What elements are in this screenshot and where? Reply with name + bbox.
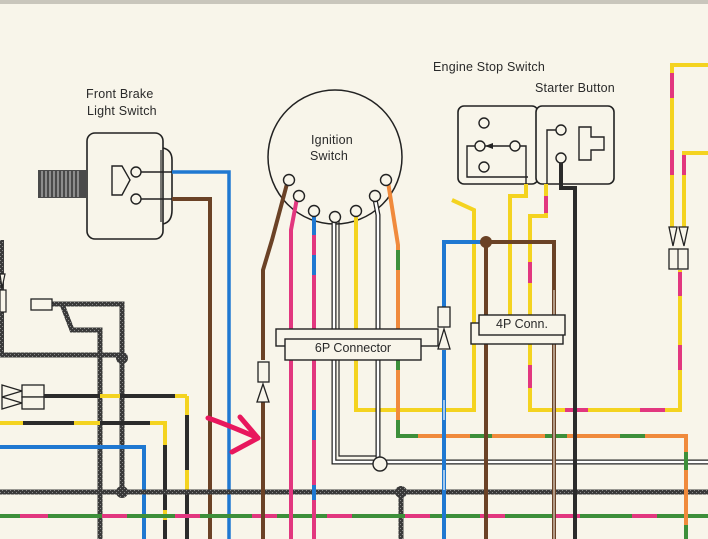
engine-stop-switch <box>457 105 539 185</box>
wire-blue-4p <box>442 240 486 310</box>
front-brake-label-line2: Light Switch <box>87 104 157 118</box>
plug-triangles-icon <box>1 384 25 410</box>
junction-dot-brown <box>480 236 492 248</box>
4p-connector-label: 4P Conn. <box>496 317 548 331</box>
wire-black-starter <box>559 163 577 539</box>
plug-triangles-icon <box>668 226 689 247</box>
wire-white-ignition <box>331 220 708 465</box>
bullet-connector-blue <box>437 306 451 350</box>
wire-blue-brake <box>172 170 231 539</box>
wire-pink-ignition <box>289 192 300 539</box>
ignition-terminals <box>282 173 393 224</box>
page-edge <box>0 0 708 4</box>
starter-button-label: Starter Button <box>535 81 615 95</box>
front-brake-label-line1: Front Brake <box>86 87 154 101</box>
switch-arrow-icon <box>485 143 493 149</box>
bullet-connector-icon <box>30 298 53 311</box>
wire-brown-ignition <box>261 179 290 360</box>
button-plunger-icon <box>578 126 605 161</box>
wire-yellow-pink-starter <box>528 184 682 412</box>
6p-connector <box>275 328 439 361</box>
bullet-connector-brown <box>256 361 270 403</box>
wire-brown-brake <box>172 197 212 539</box>
junction-open-dot <box>372 456 388 472</box>
6p-connector-label: 6P Connector <box>314 341 392 355</box>
annotation-arrow-icon <box>205 414 261 455</box>
right-edge-wires <box>668 63 708 340</box>
starter-button <box>535 105 615 185</box>
wire-yellow-stop <box>508 184 528 330</box>
ignition-switch-label-line1: Ignition <box>311 133 353 147</box>
front-brake-light-switch <box>38 132 173 240</box>
4p-connector <box>470 314 566 345</box>
ignition-switch-label-line2: Switch <box>310 149 349 163</box>
wire-orange-green-ignition <box>386 181 688 539</box>
engine-stop-switch-label: Engine Stop Switch <box>433 60 545 74</box>
